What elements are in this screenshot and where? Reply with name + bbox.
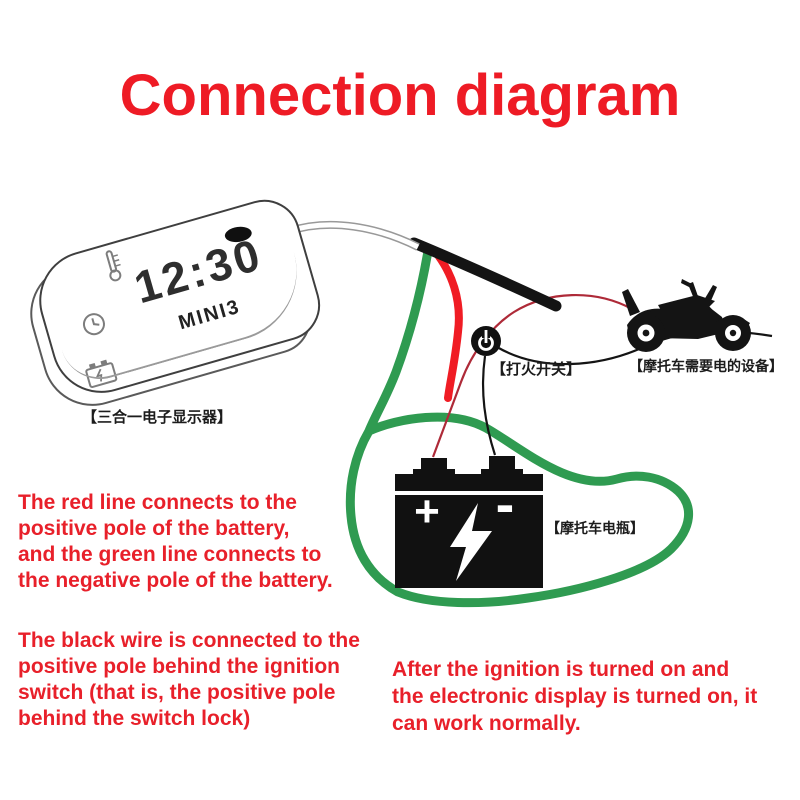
note-line: The red line connects to the bbox=[18, 491, 297, 514]
battery-caption: 【摩托车电瓶】 bbox=[546, 520, 644, 536]
note-line: can work normally. bbox=[392, 712, 581, 735]
note-line: the negative pole of the battery. bbox=[18, 569, 333, 592]
black-wire bbox=[408, 237, 562, 312]
battery-graphic: + - bbox=[395, 456, 543, 588]
thermometer-icon bbox=[98, 247, 128, 290]
battery-icon bbox=[83, 357, 120, 395]
note-line: The black wire is connected to the bbox=[18, 629, 360, 652]
device-time-display: 12:30 bbox=[128, 228, 268, 314]
device-caption: 【三合一电子显示器】 bbox=[82, 409, 233, 426]
battery-wiring-note: The red line connects to the positive po… bbox=[18, 490, 333, 594]
power-icon bbox=[471, 326, 501, 356]
note-line: and the green line connects to bbox=[18, 543, 322, 566]
page-title: Connection diagram bbox=[119, 63, 681, 128]
ignition-wiring-note: The black wire is connected to the posit… bbox=[18, 628, 360, 732]
note-line: positive pole of the battery, bbox=[18, 517, 290, 540]
battery-plus-symbol: + bbox=[414, 487, 440, 536]
motorcycle-icon bbox=[622, 279, 751, 352]
note-line: the electronic display is turned on, it bbox=[392, 685, 758, 708]
note-line: switch (that is, the positive pole bbox=[18, 681, 336, 704]
green-wire bbox=[345, 246, 694, 608]
red-wire bbox=[430, 246, 463, 402]
ignition-switch-caption: 【打火开关】 bbox=[491, 361, 582, 378]
note-line: positive pole behind the ignition bbox=[18, 655, 340, 678]
operation-note: After the ignition is turned on and the … bbox=[392, 656, 757, 737]
note-line: behind the switch lock) bbox=[18, 707, 251, 730]
note-line: After the ignition is turned on and bbox=[392, 658, 730, 681]
device-button-dot bbox=[223, 225, 253, 244]
clock-icon bbox=[79, 309, 110, 343]
motorcycle-caption: 【摩托车需要电的设备】 bbox=[629, 358, 783, 374]
thin-black-wire-switch-to-battery bbox=[481, 355, 497, 456]
device-model-label: MINI3 bbox=[176, 295, 244, 335]
lightning-bolt-icon bbox=[450, 503, 492, 581]
display-device: 12:30 MINI3 bbox=[27, 191, 329, 405]
battery-minus-symbol: - bbox=[496, 472, 515, 535]
device-cable-core bbox=[289, 222, 420, 250]
